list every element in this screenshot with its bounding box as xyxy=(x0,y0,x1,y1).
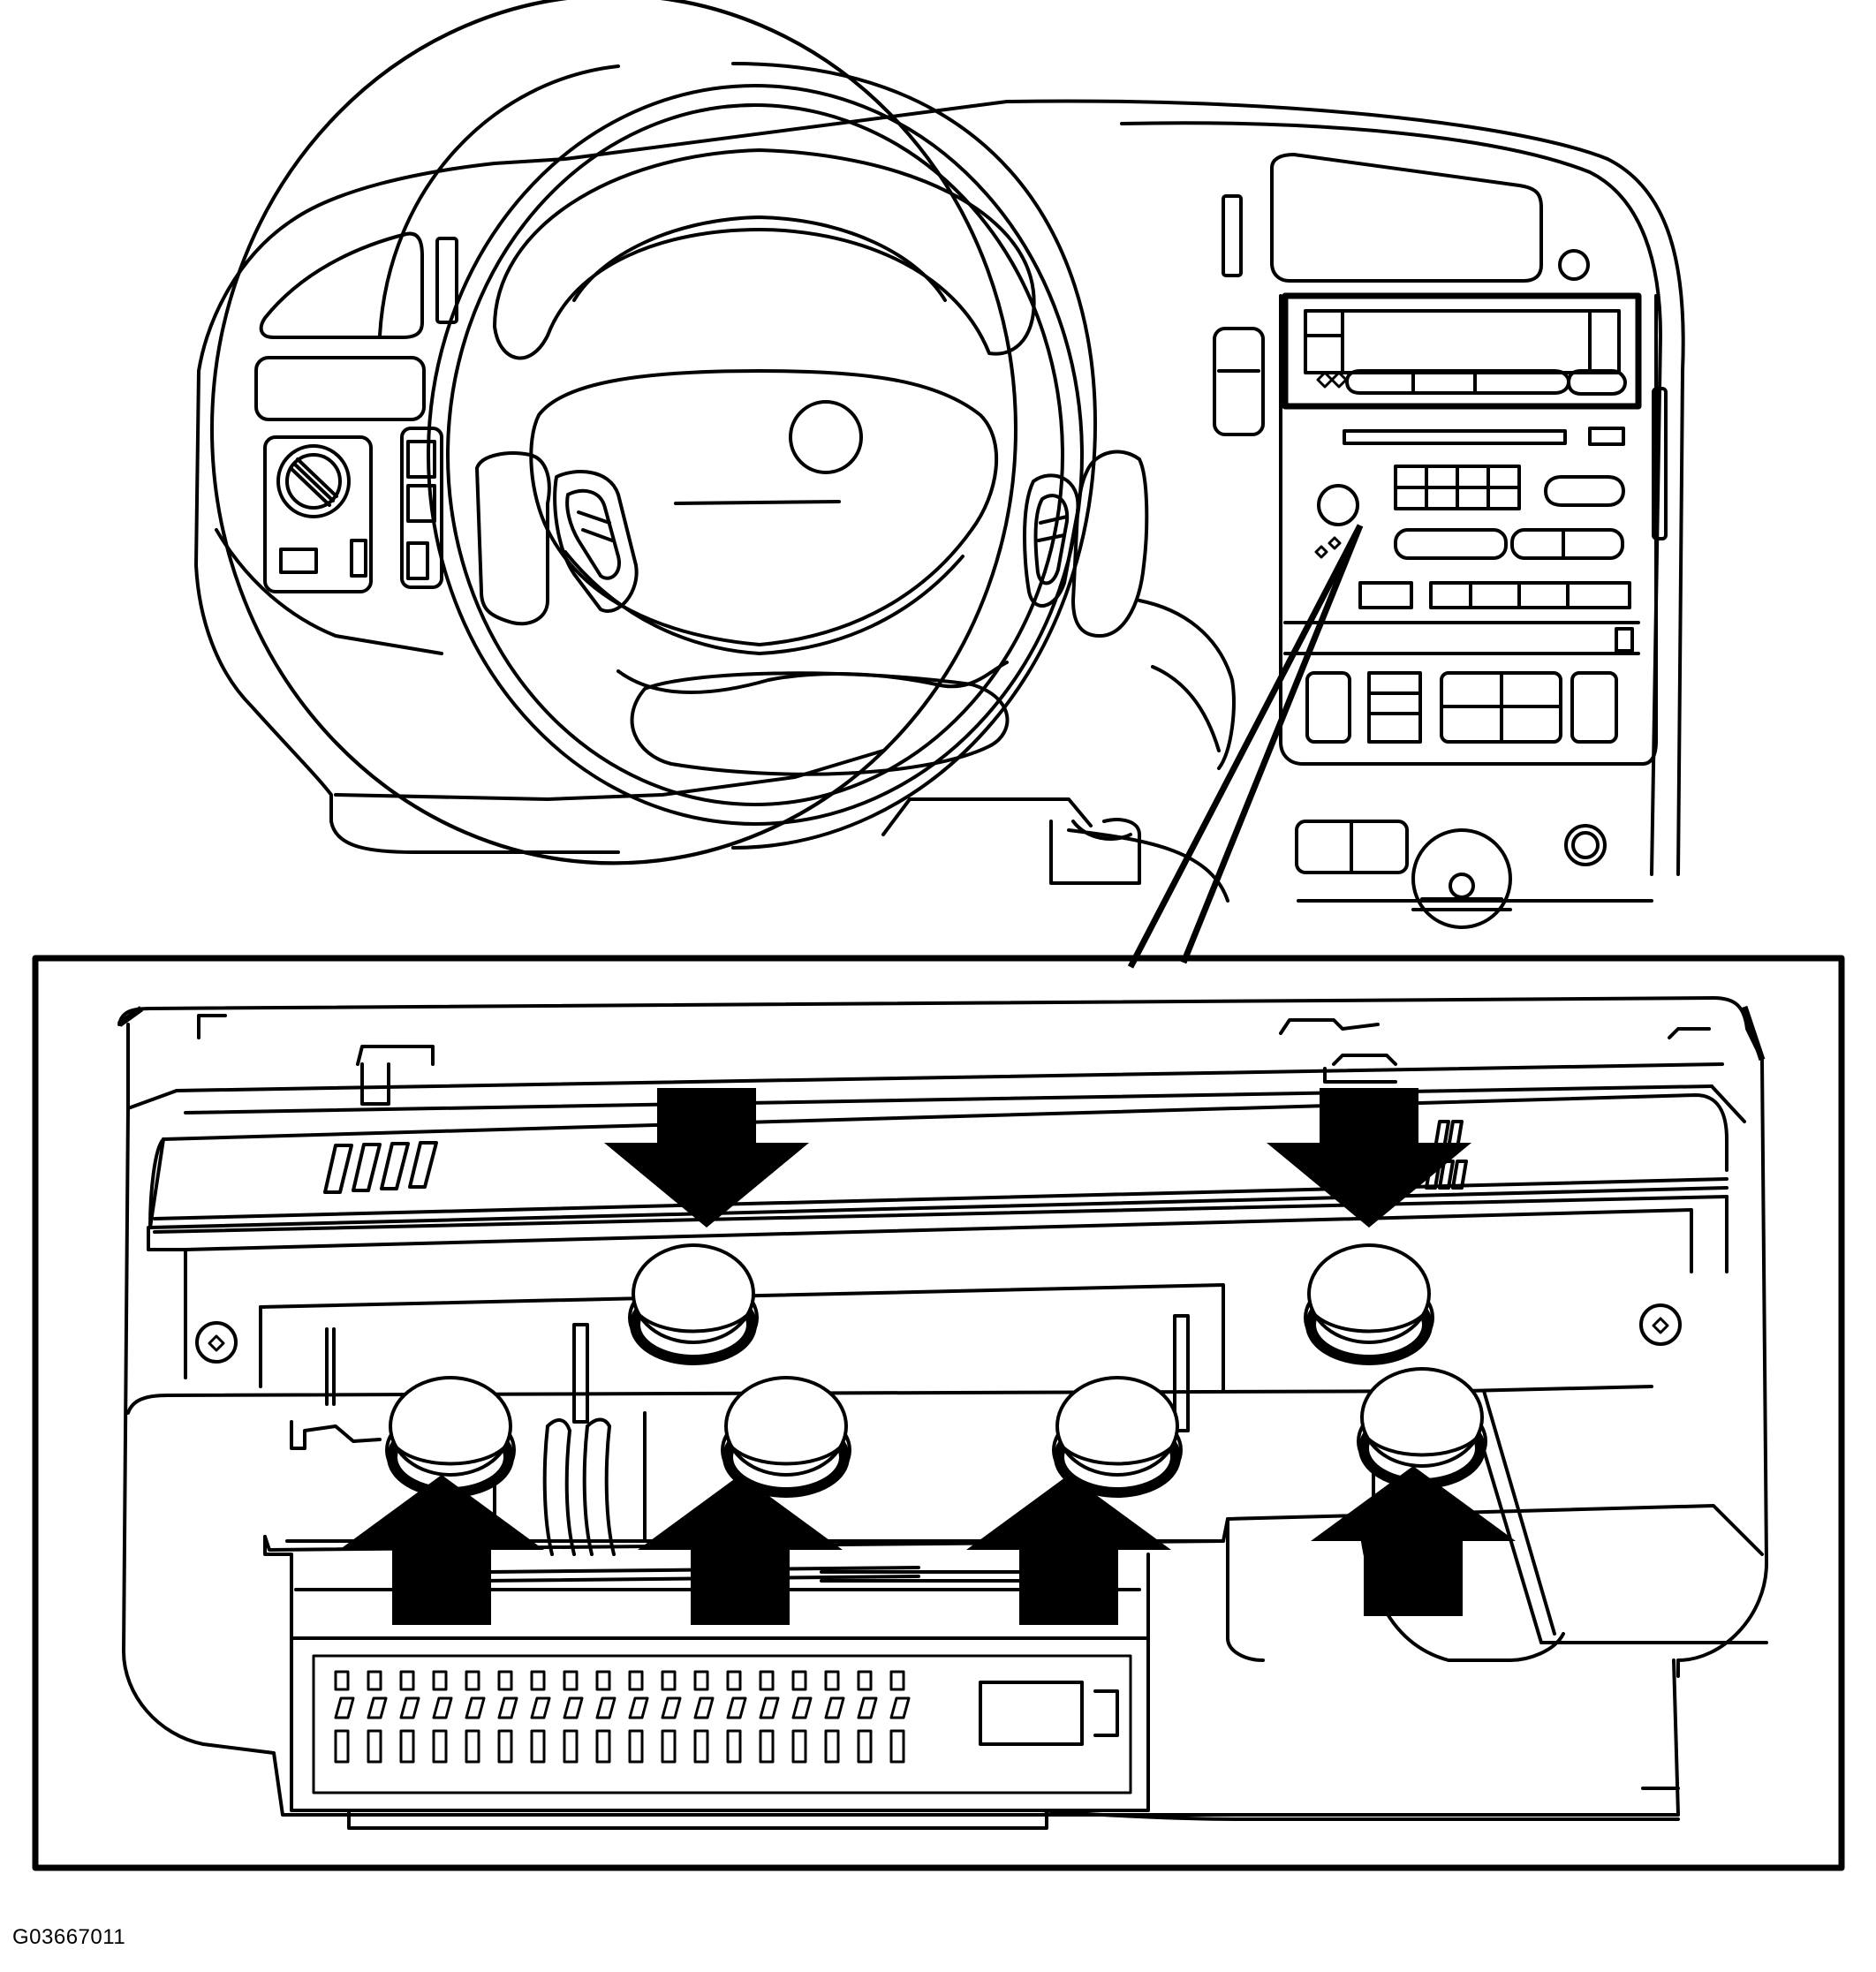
retaining-clip xyxy=(628,1243,759,1365)
horn-emblem xyxy=(789,400,863,474)
connector-pin-bottom xyxy=(726,1696,747,1764)
left-spoke-switch xyxy=(475,451,551,626)
connector-pin-bottom xyxy=(628,1696,649,1764)
connector-pin-bottom xyxy=(889,1696,911,1764)
callout-leader xyxy=(1127,524,1364,969)
connector-pin-bottom xyxy=(367,1696,388,1764)
release-arrow-up xyxy=(638,1475,843,1625)
connector-pin-bottom xyxy=(857,1696,878,1764)
connector-pin-bottom xyxy=(497,1696,518,1764)
retaining-clip xyxy=(385,1376,516,1498)
connector-pin-bottom xyxy=(693,1696,715,1764)
left-vent xyxy=(259,231,424,339)
connector-pin-top xyxy=(693,1670,709,1691)
radio-unit xyxy=(1282,292,1642,410)
release-arrow-down xyxy=(604,1088,809,1228)
figure-code: G03667011 xyxy=(12,1925,126,1949)
retaining-clip xyxy=(1052,1376,1183,1498)
connector-pin-bottom xyxy=(759,1696,780,1764)
airbag-hub xyxy=(529,369,999,646)
connector-pin-bottom xyxy=(791,1696,813,1764)
retaining-clip xyxy=(1357,1367,1487,1489)
connector-pin-bottom xyxy=(530,1696,551,1764)
retaining-clips xyxy=(385,1243,1487,1498)
retaining-clip xyxy=(1304,1243,1434,1365)
right-spoke-switch xyxy=(1071,450,1149,638)
connector-pin-bottom xyxy=(824,1696,845,1764)
release-arrow-down xyxy=(1267,1088,1471,1228)
light-switch-knob xyxy=(276,444,351,518)
dashboard-lower-edge xyxy=(194,219,620,854)
connector-pin-top xyxy=(497,1670,513,1691)
connector-pins xyxy=(334,1670,911,1764)
connector-pin-top xyxy=(563,1670,579,1691)
connector-pin-bottom xyxy=(432,1696,453,1764)
release-arrow-up xyxy=(966,1475,1171,1625)
center-console xyxy=(1067,153,1668,929)
connector-pin-top xyxy=(628,1670,644,1691)
connector-pin-bottom xyxy=(563,1696,584,1764)
connector-pin-top xyxy=(334,1670,350,1691)
detail-frame xyxy=(32,955,1845,1871)
connector-pin-bottom xyxy=(399,1696,420,1764)
mounting-screw-right xyxy=(1639,1303,1682,1346)
connector-pin-top xyxy=(824,1670,840,1691)
release-arrow-up xyxy=(339,1475,544,1625)
connector-pin-top xyxy=(661,1670,677,1691)
dashboard-outline xyxy=(290,99,1685,876)
connector-pin-top xyxy=(857,1670,873,1691)
connector-plug xyxy=(290,1636,1150,1812)
module-connector xyxy=(263,1535,1680,1830)
mounting-screw-left xyxy=(195,1321,238,1364)
retaining-clip xyxy=(721,1376,851,1498)
connector-pin-top xyxy=(791,1670,807,1691)
light-switch-panel xyxy=(263,435,373,593)
release-arrows xyxy=(339,1088,1516,1625)
connector-pin-top xyxy=(726,1670,742,1691)
connector-pin-top xyxy=(399,1670,415,1691)
connector-pin-top xyxy=(530,1670,546,1691)
connector-pin-top xyxy=(889,1670,905,1691)
connector-pin-bottom xyxy=(465,1696,486,1764)
release-arrow-up xyxy=(1311,1466,1516,1616)
connector-pin-top xyxy=(465,1670,480,1691)
connector-pin-top xyxy=(367,1670,382,1691)
detail-view xyxy=(32,955,1845,1871)
connector-pin-top xyxy=(759,1670,775,1691)
connector-pin-bottom xyxy=(595,1696,617,1764)
connector-pin-bottom xyxy=(334,1696,355,1764)
connector-pin-top xyxy=(595,1670,611,1691)
steering-wheel xyxy=(210,0,1149,885)
connector-pin-bottom xyxy=(661,1696,682,1764)
dashboard-overview xyxy=(194,0,1685,929)
connector-pin-top xyxy=(432,1670,448,1691)
left-panel xyxy=(254,356,426,421)
